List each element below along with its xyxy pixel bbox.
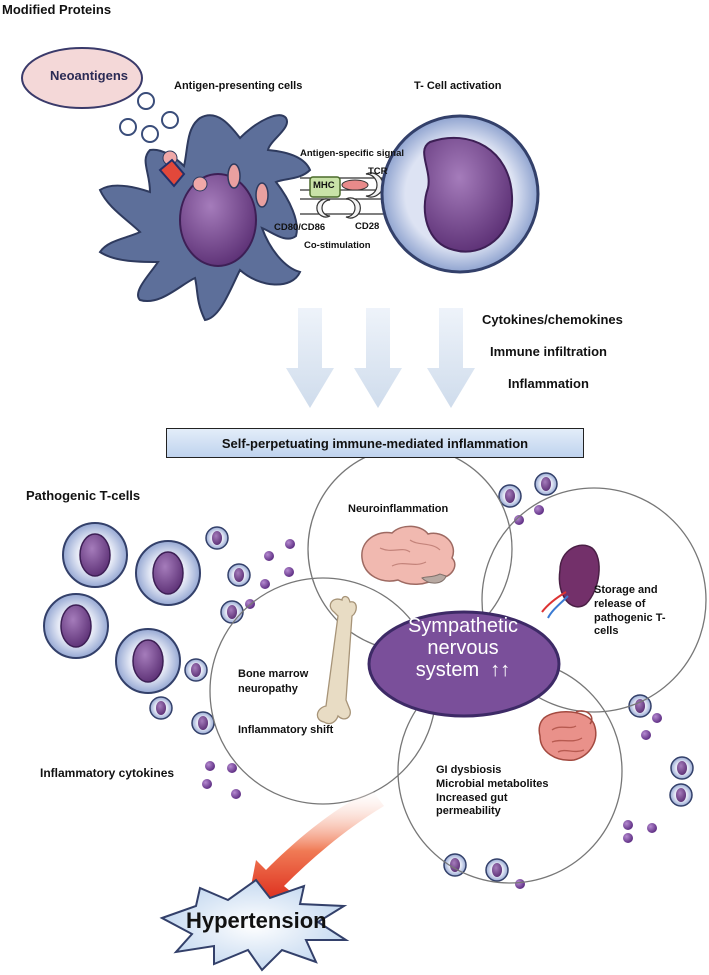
spleen-circle — [481, 487, 707, 713]
sns-line-2: nervous — [427, 637, 499, 659]
tcr-label: TCR — [368, 166, 388, 177]
intestine-icon — [538, 710, 597, 761]
pathogenic-tcells-label: Pathogenic T-cells — [26, 488, 141, 503]
spleen-label: Storage and release of pathogenic T- cel… — [594, 584, 666, 639]
spleen-line: release of — [594, 597, 646, 610]
sns-line-1: Sympathetic — [407, 615, 519, 637]
antigen-particle — [192, 176, 208, 192]
peptide — [341, 179, 369, 191]
neuroinflammation-label: Neuroinflammation — [348, 503, 449, 515]
bone-icon — [316, 595, 357, 725]
hypertension-burst — [159, 878, 350, 972]
gut-line: Increased gut — [436, 791, 508, 804]
sympathetic-nervous-system — [367, 610, 561, 718]
inflammatory-cytokines-label: Inflammatory cytokines — [40, 766, 175, 780]
neoantigens-bubble — [21, 47, 143, 109]
tcr-receptor — [365, 172, 384, 198]
neuropathy-label: neuropathy — [238, 683, 298, 695]
sns-label: Sympathetic nervous system ↑↑ — [378, 615, 548, 681]
cd80-label: CD80/CD86 — [274, 222, 326, 233]
pathogenic-t-cells — [43, 522, 201, 694]
t-cell-nucleus — [423, 136, 514, 253]
gut-label: GI dysbiosis Microbial metabolites Incre… — [436, 764, 548, 819]
neoantigens-label: Neoantigens — [50, 68, 129, 83]
mhc-molecule — [309, 176, 341, 198]
down-arrow — [286, 308, 334, 408]
cd80-molecule — [316, 198, 331, 218]
gut-line: permeability — [436, 805, 501, 818]
apc-label: Antigen-presenting cells — [174, 80, 303, 92]
tcell-activation-label: T- Cell activation — [414, 80, 502, 92]
apc-nucleus — [179, 173, 257, 267]
down-arrow — [354, 308, 402, 408]
spleen-line: Storage and — [594, 584, 658, 596]
cd28-molecule — [345, 197, 361, 219]
costimulation-label: Co-stimulation — [304, 240, 371, 251]
antigen-bubble — [137, 92, 155, 110]
effect-inflammation: Inflammation — [508, 376, 589, 391]
page-title: Modified Proteins — [2, 2, 112, 17]
effect-infiltration: Immune infiltration — [490, 344, 607, 359]
inflammatory-shift-label: Inflammatory shift — [238, 724, 334, 736]
cd28-label: CD28 — [355, 221, 380, 232]
antigen-bubble — [119, 118, 137, 136]
vesicle — [255, 182, 269, 208]
spleen-icon — [541, 544, 600, 619]
sns-line-3: system ↑↑ — [415, 659, 511, 681]
spleen-line: pathogenic T- — [594, 611, 666, 624]
red-arrow — [246, 790, 384, 912]
gut-line: Microbial metabolites — [436, 777, 549, 790]
up-arrows-icon: ↑↑ — [490, 659, 511, 681]
vesicle — [227, 163, 241, 189]
down-arrow — [427, 308, 475, 408]
effect-cytokines: Cytokines/chemokines — [482, 312, 623, 327]
antigen-bubble — [141, 125, 159, 143]
antigen-bubble — [161, 111, 179, 129]
brain-icon — [361, 525, 456, 585]
antigen-signal-label: Antigen-specific signal — [300, 148, 404, 159]
bone-marrow-label: Bone marrow — [238, 668, 309, 680]
mhc-label: MHC — [313, 180, 335, 191]
gut-line: GI dysbiosis — [436, 764, 502, 776]
spleen-line: cells — [594, 625, 619, 638]
hypertension-label: Hypertension — [186, 908, 327, 933]
antigen-fragment — [158, 158, 186, 188]
self-perpetuating-banner: Self-perpetuating immune-mediated inflam… — [166, 428, 584, 458]
